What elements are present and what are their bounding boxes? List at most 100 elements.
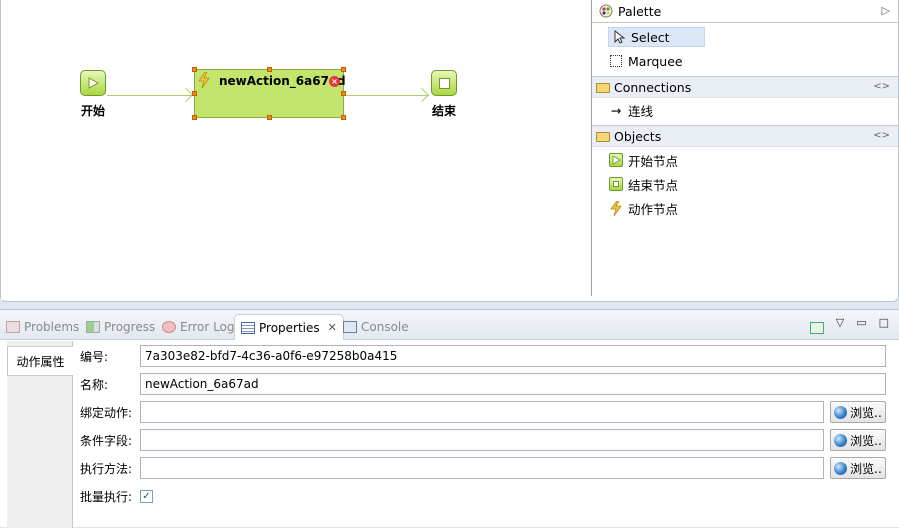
- palette-title: Palette: [618, 3, 662, 19]
- palette: Palette ▷ Select Marquee Connections <> …: [591, 0, 898, 296]
- arrow-head: [414, 87, 430, 103]
- drawer-objects[interactable]: Objects <>: [592, 125, 898, 147]
- batch-exec-label: 批量执行:: [80, 489, 133, 504]
- side-tab-action-properties[interactable]: 动作属性: [7, 346, 73, 376]
- palette-header[interactable]: Palette ▷: [592, 0, 898, 23]
- tab-problems[interactable]: Problems: [6, 317, 79, 337]
- connection-action-end[interactable]: [345, 95, 429, 96]
- globe-icon: [834, 433, 848, 447]
- maximize-icon[interactable]: □: [878, 316, 889, 329]
- minimize-icon[interactable]: ▭: [856, 316, 867, 329]
- resize-handle-se[interactable]: [341, 115, 346, 120]
- tab-error-log-label: Error Log: [180, 320, 235, 334]
- marquee-icon: [608, 53, 624, 69]
- drawer-connections-title: Connections: [614, 79, 692, 95]
- name-field[interactable]: newAction_6a67ad: [140, 373, 886, 395]
- tab-progress-label: Progress: [104, 320, 156, 334]
- tool-connection-label: 连线: [628, 103, 654, 119]
- properties-icon: [241, 321, 255, 334]
- tool-end-node-label: 结束节点: [628, 177, 679, 193]
- start-node-icon: [608, 152, 624, 168]
- tool-select-label: Select: [631, 29, 670, 45]
- action-node[interactable]: newAction_6a67ad ×: [192, 67, 346, 120]
- tab-error-log[interactable]: Error Log: [162, 317, 235, 337]
- browse-button-bind-action[interactable]: 浏览..: [830, 401, 886, 423]
- bind-action-field[interactable]: [140, 401, 824, 423]
- id-field[interactable]: 7a303e82-bfd7-4c36-a0f6-e97258b0a415: [140, 345, 886, 367]
- resize-handle-ne[interactable]: [341, 67, 346, 72]
- browse-button-exec-method[interactable]: 浏览..: [830, 457, 886, 479]
- error-log-icon: [162, 321, 176, 333]
- tab-problems-label: Problems: [24, 320, 80, 334]
- tab-console-label: Console: [361, 320, 409, 334]
- start-node[interactable]: [80, 70, 106, 96]
- problems-icon: [6, 321, 20, 333]
- lightning-icon: [608, 200, 624, 216]
- connection-start-action[interactable]: [107, 95, 193, 96]
- tab-progress[interactable]: Progress: [86, 317, 155, 337]
- tool-select[interactable]: Select: [592, 25, 898, 49]
- end-node-label: 结束: [432, 104, 457, 118]
- row-batch-exec: 批量执行: ✓: [80, 485, 153, 507]
- tool-marquee[interactable]: Marquee: [592, 49, 898, 73]
- end-node-icon: [608, 176, 624, 192]
- property-section-tabs: 动作属性: [7, 341, 73, 528]
- tab-properties-label: Properties: [259, 320, 320, 335]
- tool-action-node[interactable]: 动作节点: [592, 196, 898, 220]
- row-condition-field: 条件字段:: [80, 429, 824, 451]
- diagram-canvas[interactable]: 开始 newAction_6a67ad × 结束: [1, 0, 591, 300]
- resize-handle-e[interactable]: [341, 91, 346, 96]
- cursor-arrow-icon: [611, 29, 627, 45]
- name-label: 名称:: [80, 377, 109, 392]
- tool-action-node-label: 动作节点: [628, 201, 679, 217]
- end-node[interactable]: [431, 70, 457, 96]
- exec-method-field[interactable]: [140, 457, 824, 479]
- pin-icon[interactable]: [809, 322, 824, 334]
- view-menu-icon[interactable]: ▽: [835, 316, 845, 329]
- palette-icon: [598, 3, 614, 19]
- play-icon: [88, 77, 99, 89]
- tool-start-node-label: 开始节点: [628, 153, 679, 169]
- tab-properties[interactable]: Properties ✕: [234, 314, 344, 340]
- tab-console[interactable]: Console: [343, 317, 409, 337]
- resize-handle-nw[interactable]: [192, 67, 197, 72]
- tool-start-node[interactable]: 开始节点: [592, 148, 898, 172]
- drawer-toggle-icon[interactable]: <>: [873, 81, 890, 92]
- row-exec-method: 执行方法:: [80, 457, 824, 479]
- tool-connection[interactable]: → 连线: [592, 98, 898, 122]
- drawer-objects-title: Objects: [614, 128, 662, 144]
- resize-handle-s[interactable]: [267, 115, 272, 120]
- tool-end-node[interactable]: 结束节点: [592, 172, 898, 196]
- exec-method-label: 执行方法:: [80, 461, 133, 476]
- tool-marquee-label: Marquee: [628, 53, 683, 69]
- arrow-head: [178, 87, 194, 103]
- row-bind-action: 绑定动作:: [80, 401, 824, 423]
- folder-icon: [596, 132, 610, 142]
- arrow-right-icon: →: [610, 102, 622, 118]
- condition-field-label: 条件字段:: [80, 433, 133, 448]
- condition-field-input[interactable]: [140, 429, 824, 451]
- view-tabbar: Problems Progress Error Log Properties ✕…: [0, 310, 899, 340]
- view-toolbar: ▽ ▭ □: [809, 316, 889, 334]
- globe-icon: [834, 461, 848, 475]
- stop-square-icon: [438, 77, 450, 89]
- properties-view-stack: Problems Progress Error Log Properties ✕…: [0, 309, 899, 528]
- browse-label: 浏览..: [850, 433, 882, 448]
- side-tab-label: 动作属性: [16, 354, 65, 369]
- browse-button-condition-field[interactable]: 浏览..: [830, 429, 886, 451]
- resize-handle-n[interactable]: [267, 67, 272, 72]
- start-node-label: 开始: [81, 104, 106, 118]
- drawer-connections[interactable]: Connections <>: [592, 76, 898, 98]
- drawer-toggle-icon[interactable]: <>: [873, 130, 890, 141]
- error-icon: ×: [329, 76, 340, 87]
- batch-exec-checkbox[interactable]: ✓: [140, 489, 153, 503]
- progress-icon: [86, 321, 100, 333]
- resize-handle-sw[interactable]: [192, 115, 197, 120]
- palette-collapse-icon[interactable]: ▷: [881, 4, 890, 17]
- console-icon: [343, 321, 357, 333]
- row-name: 名称: newAction_6a67ad: [80, 373, 886, 395]
- resize-handle-w[interactable]: [192, 91, 197, 96]
- close-icon[interactable]: ✕: [327, 321, 337, 334]
- action-node-title: newAction_6a67ad: [219, 74, 346, 88]
- browse-label: 浏览..: [850, 461, 882, 476]
